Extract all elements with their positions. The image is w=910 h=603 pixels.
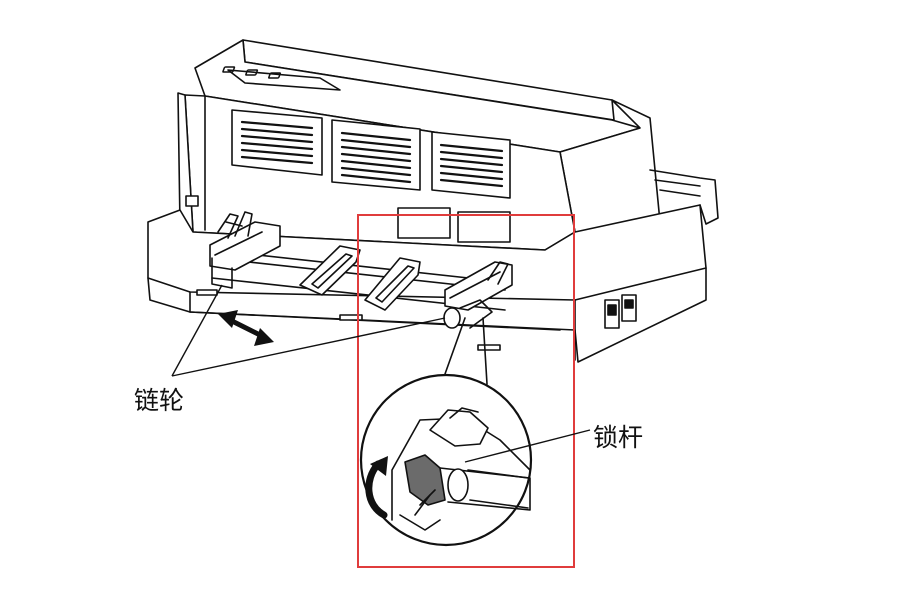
- left-sprocket: [209, 211, 281, 289]
- double-headed-arrow-icon: [218, 310, 274, 346]
- sprocket-leader-right: [171, 317, 446, 377]
- right-sprocket: [443, 261, 513, 329]
- sprocket-leader-left: [171, 284, 223, 377]
- curved-arrow-icon: [365, 456, 388, 519]
- printer-body: [147, 39, 719, 363]
- lock-lever: [404, 454, 446, 506]
- callout-lines: [171, 284, 591, 463]
- lock-leader: [464, 429, 591, 463]
- highlight-box: [357, 214, 575, 568]
- lock-lever-label: 锁杆: [593, 423, 644, 452]
- zoom-magnifier: [359, 317, 533, 547]
- sprocket-label: 链轮: [134, 386, 185, 415]
- paper-guide-2: [364, 257, 421, 311]
